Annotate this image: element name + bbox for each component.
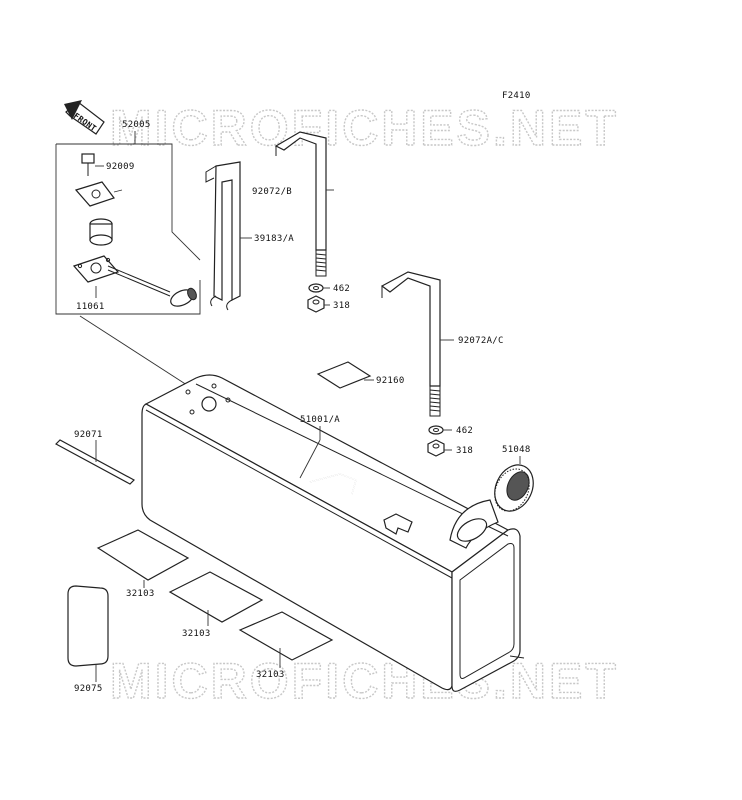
watermark-bottom: MICROFICHES.NET bbox=[110, 653, 619, 709]
part-label: 39183/A bbox=[254, 234, 294, 244]
pad-92075 bbox=[67, 585, 109, 682]
part-label: 318 bbox=[456, 446, 473, 456]
pad-92160 bbox=[316, 361, 374, 389]
part-label: 92009 bbox=[106, 162, 135, 172]
washer-nut-lower bbox=[427, 425, 452, 457]
part-label: 92160 bbox=[376, 376, 405, 386]
part-label: 92075 bbox=[74, 684, 103, 694]
strap-92072ac bbox=[380, 271, 454, 417]
kit-to-tank-leader bbox=[79, 315, 205, 397]
cap-51048 bbox=[494, 456, 534, 512]
part-label: 32103 bbox=[182, 629, 211, 639]
bracket-39183a bbox=[205, 161, 252, 311]
part-label: 318 bbox=[333, 301, 350, 311]
figure-code: F2410 bbox=[502, 91, 531, 101]
watermark-top: MICROFICHES.NET bbox=[110, 100, 619, 156]
strap-92072b bbox=[274, 131, 334, 277]
part-label: 11061 bbox=[76, 302, 105, 312]
pad-32103-b bbox=[168, 571, 264, 626]
part-label: 51001/A bbox=[300, 415, 340, 425]
pad-32103-c bbox=[238, 611, 334, 668]
part-label: 462 bbox=[333, 284, 350, 294]
sender-unit-kit bbox=[55, 131, 201, 315]
part-label: 32103 bbox=[256, 670, 285, 680]
strip-92071 bbox=[55, 439, 135, 485]
part-label: 52005 bbox=[122, 120, 151, 130]
pad-32103-a bbox=[96, 529, 190, 588]
front-arrow-icon: FRONT bbox=[64, 100, 105, 135]
part-label: 462 bbox=[456, 426, 473, 436]
part-label: 92071 bbox=[74, 430, 103, 440]
fuel-tank bbox=[141, 374, 525, 692]
part-label: 92072/B bbox=[252, 187, 292, 197]
part-label: 92072A/C bbox=[458, 336, 504, 346]
part-label: 51048 bbox=[502, 445, 531, 455]
part-label: 32103 bbox=[126, 589, 155, 599]
washer-nut-upper bbox=[307, 283, 330, 313]
